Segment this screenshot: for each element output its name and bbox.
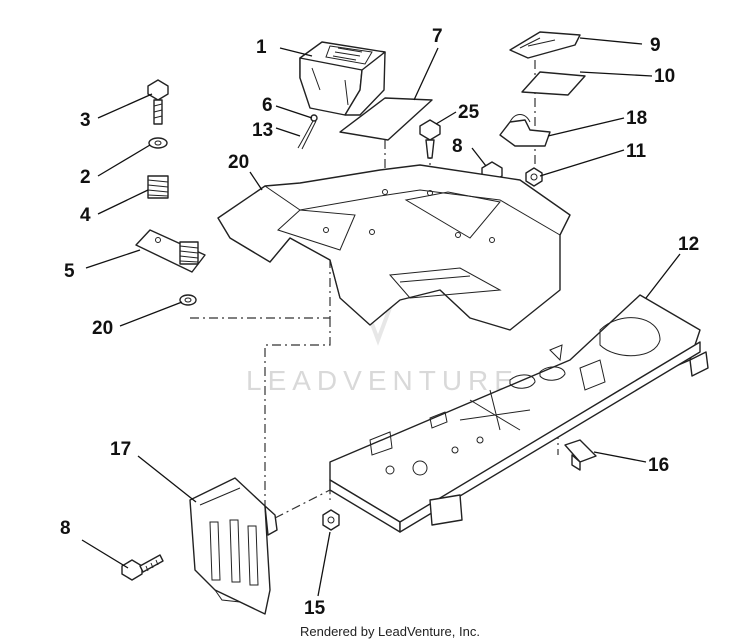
footer-credit: Rendered by LeadVenture, Inc. <box>300 624 480 639</box>
callout-1: 1 <box>256 37 267 58</box>
callout-9: 9 <box>650 35 661 56</box>
callout-labels: 1 3 2 4 5 6 13 7 25 8 20 20 9 10 18 11 1… <box>60 26 699 619</box>
part-1-battery-box <box>299 41 386 116</box>
callout-12: 12 <box>678 234 699 255</box>
part-10-plate <box>521 71 586 96</box>
callout-15: 15 <box>304 598 326 619</box>
part-25-bolt <box>419 119 441 159</box>
callout-17: 17 <box>110 439 131 460</box>
part-8-bolt-lower <box>121 554 164 581</box>
part-7-pad <box>339 97 433 141</box>
part-2-washer <box>148 137 168 149</box>
callout-8-lower: 8 <box>60 518 71 539</box>
callout-13: 13 <box>252 120 273 141</box>
part-6-13-vent-tube <box>297 114 318 150</box>
callout-8-upper: 8 <box>452 136 463 157</box>
part-20-washer <box>179 294 197 306</box>
callout-7: 7 <box>432 26 443 47</box>
part-18-hinge <box>499 114 551 147</box>
leader-lines <box>81 37 681 597</box>
part-16-bracket <box>564 439 597 471</box>
part-19-seat-pan <box>217 164 571 331</box>
callout-25: 25 <box>458 102 480 123</box>
callout-6: 6 <box>262 95 273 116</box>
part-17-mount-plate <box>189 477 278 615</box>
callout-20: 20 <box>92 318 113 339</box>
part-11-nut <box>525 167 543 187</box>
part-4-spring <box>147 175 169 199</box>
callout-5: 5 <box>64 261 75 282</box>
callout-16: 16 <box>648 455 669 476</box>
callout-10: 10 <box>654 66 675 87</box>
watermark-text: LEADVENTURE <box>246 365 519 396</box>
part-3-bolt <box>147 79 169 125</box>
part-5-spring-bracket <box>135 229 206 273</box>
callout-11: 11 <box>626 141 647 162</box>
part-15-nut <box>322 509 340 531</box>
callout-3: 3 <box>80 110 91 131</box>
callout-4: 4 <box>80 205 91 226</box>
part-9-hinge-cover <box>509 31 581 59</box>
callout-2: 2 <box>80 167 91 188</box>
callout-19: 20 <box>228 152 249 173</box>
callout-18: 18 <box>626 108 647 129</box>
part-12-frame <box>329 294 709 533</box>
